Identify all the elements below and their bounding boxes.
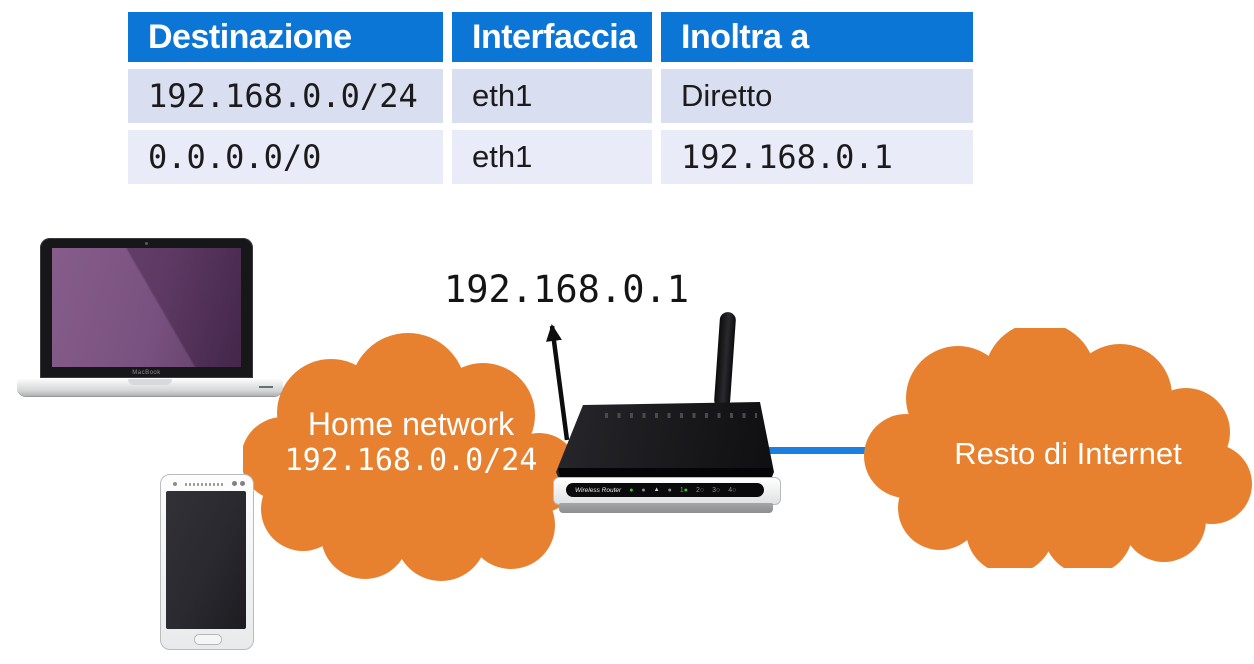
- home-network-cidr: 192.168.0.0/24: [284, 443, 538, 478]
- route-1-interface: eth1: [452, 69, 652, 123]
- status-led-icon: ●: [641, 486, 646, 494]
- wifi-led-icon: ▲: [653, 487, 660, 493]
- port-led-3: 3○: [712, 486, 721, 494]
- router-vents-icon: [605, 413, 757, 418]
- router-ip-label: 192.168.0.1: [444, 268, 690, 311]
- laptop-icon: MacBook: [17, 238, 283, 398]
- laptop-screen: [52, 248, 241, 367]
- routing-table-header-destination: Destinazione: [128, 12, 443, 62]
- phone-home-button: [194, 634, 222, 645]
- laptop-port-icon: [259, 386, 273, 388]
- router-antenna-icon: [713, 311, 737, 409]
- laptop-base: [17, 379, 283, 396]
- router-bottom: [559, 503, 773, 513]
- laptop-brand-label: MacBook: [132, 370, 161, 376]
- route-1-forward-to: Diretto: [661, 69, 973, 123]
- phone-camera-icon: [173, 482, 177, 486]
- routing-table-header-interface: Interfaccia: [452, 12, 652, 62]
- router-base: Wireless Router ● ● ▲ ● 1● 2○ 3○ 4○: [553, 477, 781, 505]
- laptop-lid: MacBook: [40, 238, 253, 378]
- wireless-router-icon: Wireless Router ● ● ▲ ● 1● 2○ 3○ 4○: [550, 311, 786, 516]
- route-1-destination: 192.168.0.0/24: [128, 69, 443, 123]
- home-network-cloud-icon: [243, 333, 575, 581]
- internet-cloud-label: Resto di Internet: [954, 436, 1182, 471]
- home-network-name: Home network: [307, 406, 515, 442]
- phone-sensor2-icon: [232, 481, 237, 486]
- router-led-panel: Wireless Router ● ● ▲ ● 1● 2○ 3○ 4○: [566, 483, 764, 497]
- internet-cloud-icon: [864, 328, 1252, 568]
- ethernet-cable: [764, 447, 874, 454]
- phone-screen: [166, 491, 246, 629]
- smartphone-icon: [160, 474, 254, 650]
- route-2-destination: 0.0.0.0/0: [128, 130, 443, 184]
- port-led-4: 4○: [728, 486, 737, 494]
- route-2-interface: eth1: [452, 130, 652, 184]
- laptop-camera-icon: [145, 242, 148, 245]
- power-led-icon: ●: [629, 486, 634, 494]
- route-2-forward-to: 192.168.0.1: [661, 130, 973, 184]
- router-panel-label: Wireless Router: [575, 486, 622, 494]
- phone-speaker-icon: [185, 483, 225, 486]
- phone-sensor-icon: [240, 481, 245, 486]
- routing-table: Destinazione Interfaccia Inoltra a 192.1…: [128, 12, 973, 184]
- home-network-label: Home network 192.168.0.0/24: [253, 406, 569, 478]
- wps-led-icon: ●: [667, 486, 672, 494]
- routing-table-header-forward-to: Inoltra a: [661, 12, 973, 62]
- port-led-1: 1●: [679, 486, 688, 494]
- port-led-2: 2○: [695, 486, 705, 494]
- laptop-notch: [128, 379, 172, 385]
